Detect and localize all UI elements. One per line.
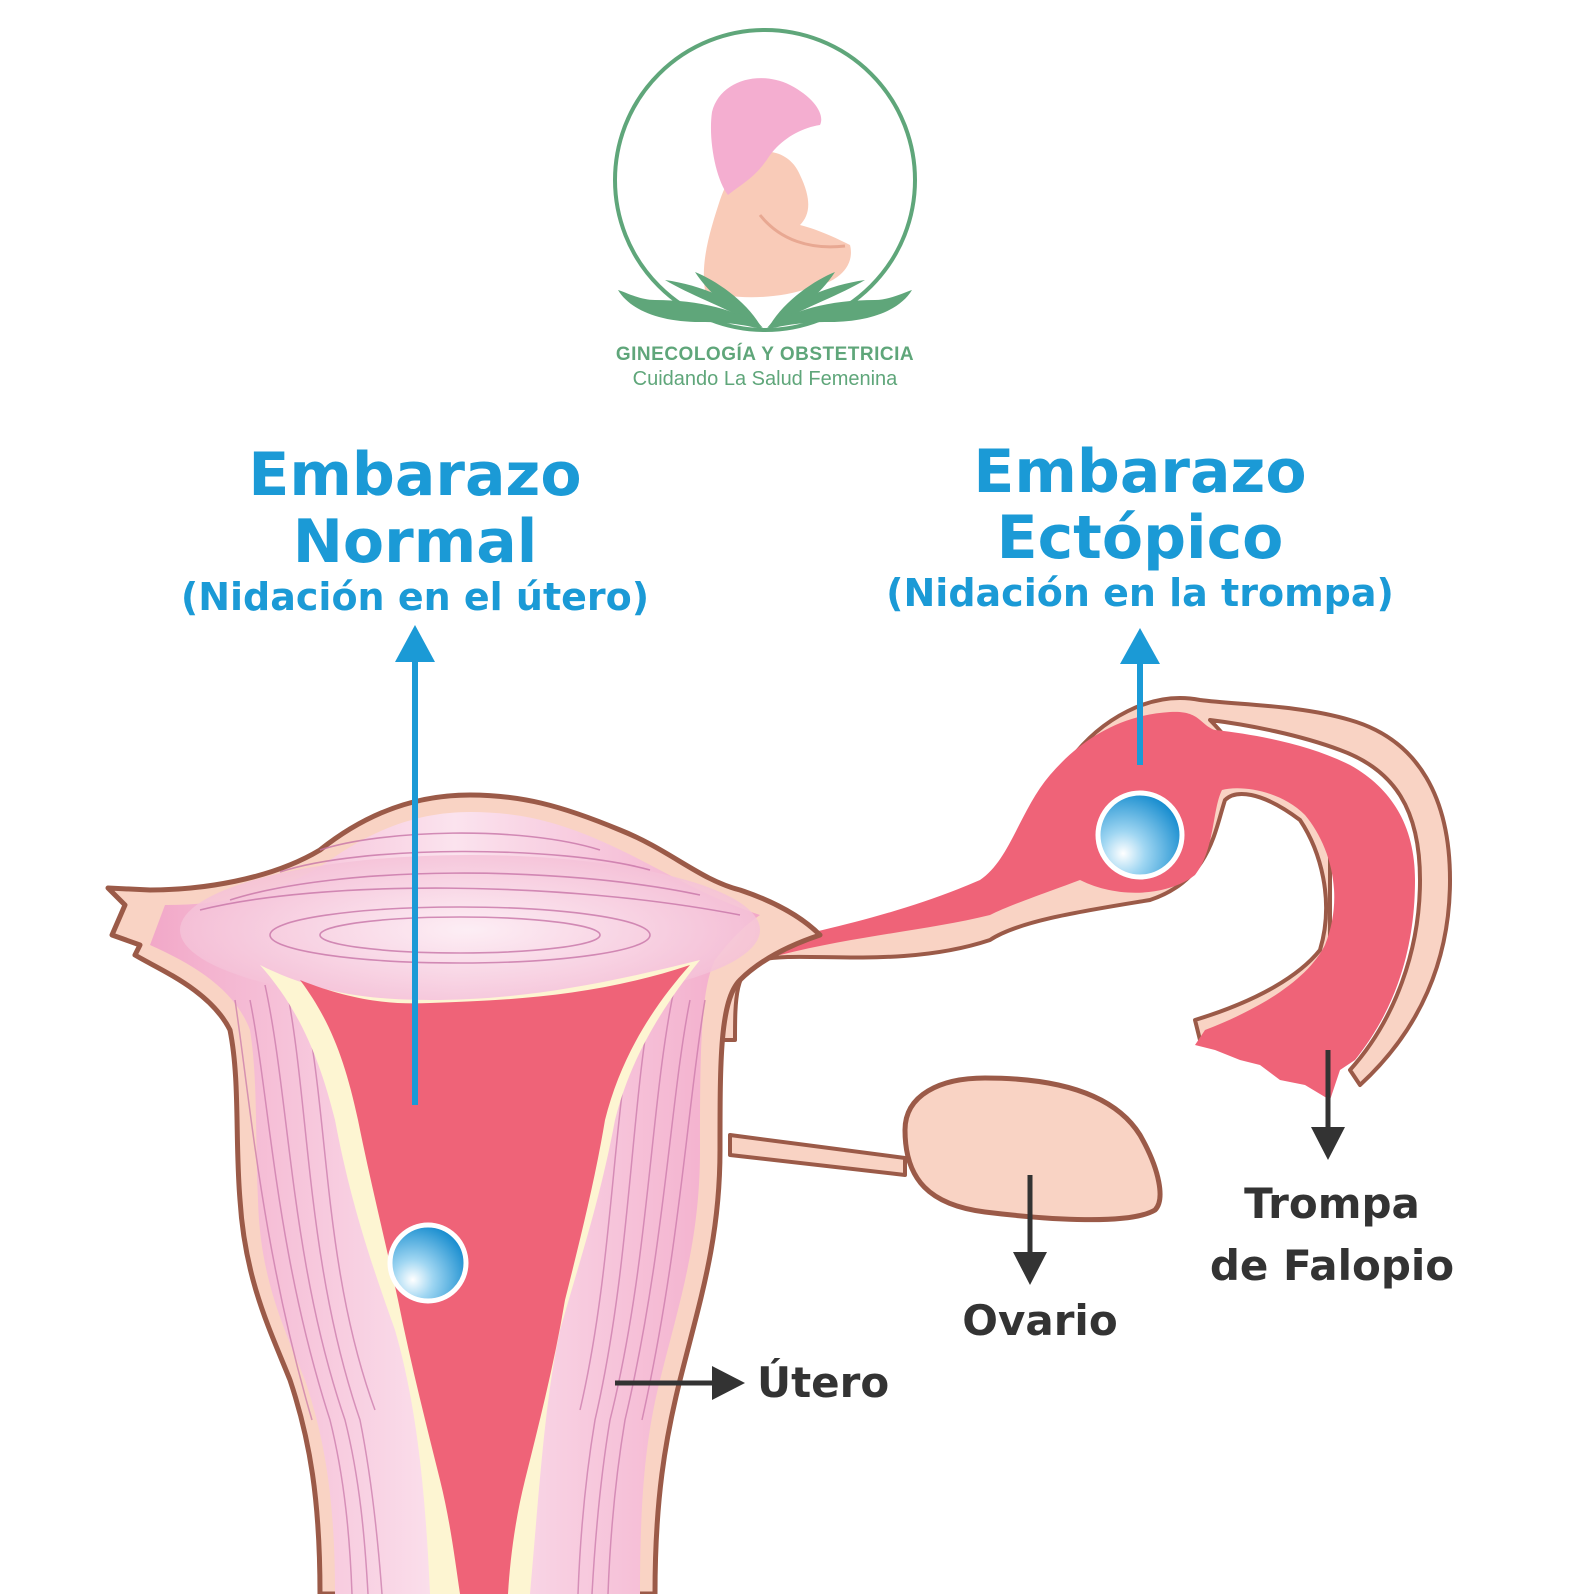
label-ovario: Ovario [962, 1296, 1117, 1345]
ectopic-heading-line3: (Nidación en la trompa) [886, 571, 1394, 615]
normal-pregnancy-heading: Embarazo Normal (Nidación en el útero) [181, 440, 649, 619]
ectopic-heading-line2: Ectópico [997, 503, 1284, 573]
logo-subtitle: Cuidando La Salud Femenina [633, 368, 899, 390]
fundus-fibers [199, 832, 741, 964]
uterus-anatomy [105, 696, 1452, 1594]
ovarian-ligament [728, 1133, 907, 1177]
embryo-uterus [387, 1222, 469, 1304]
ovary [902, 1075, 1163, 1223]
label-utero: Útero [757, 1357, 889, 1407]
mother-body-icon [703, 151, 851, 298]
label-trompa-line1: Trompa [1244, 1179, 1420, 1228]
normal-pointer-arrow [395, 625, 435, 1105]
embryo-tube [1095, 790, 1185, 880]
mother-arm-icon [758, 214, 846, 249]
normal-heading-line1: Embarazo [248, 440, 581, 510]
logo-title: GINECOLOGÍA Y OBSTETRICIA [616, 343, 914, 365]
ectopic-heading-line1: Embarazo [973, 437, 1306, 507]
normal-heading-line3: (Nidación en el útero) [181, 575, 649, 619]
tube-label-arrow [1311, 1050, 1345, 1160]
clinic-logo: GINECOLOGÍA Y OBSTETRICIA Cuidando La Sa… [613, 28, 917, 390]
uterine-cavity [300, 965, 690, 1594]
ectopic-pregnancy-heading: Embarazo Ectópico (Nidación en la trompa… [886, 437, 1394, 615]
label-trompa-line2: de Falopio [1210, 1241, 1454, 1290]
uterus-label-arrow [615, 1366, 745, 1400]
fallopian-tube-lumen [760, 711, 1415, 1100]
ectopic-pointer-arrow [1120, 628, 1160, 765]
ovary-label-arrow [1013, 1175, 1047, 1285]
normal-heading-line2: Normal [293, 507, 538, 577]
mother-hair-icon [710, 78, 822, 195]
leaves-icon [618, 272, 912, 330]
